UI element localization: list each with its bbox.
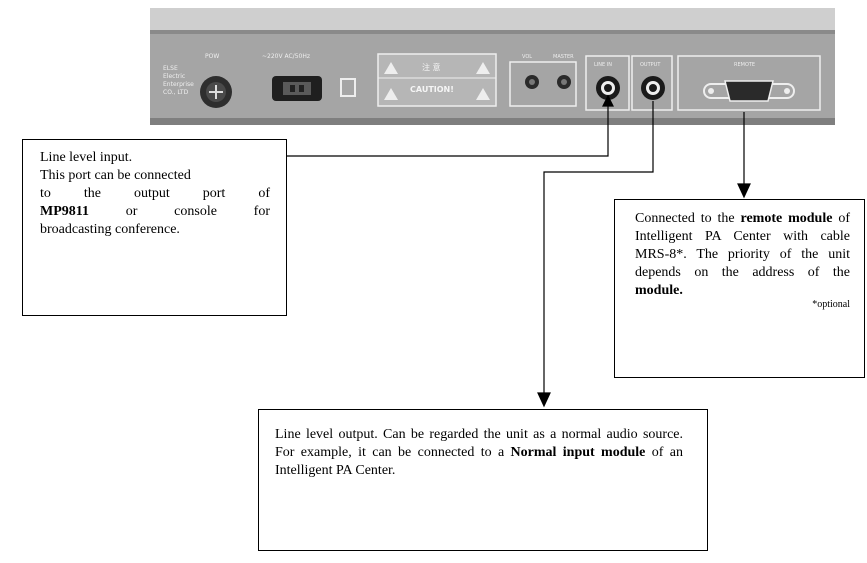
fuse-holder (340, 78, 356, 97)
label-left-1: ELSE (163, 65, 178, 72)
power-connector: POW (200, 53, 232, 108)
remote-text-bold-3: module. (635, 283, 683, 298)
input-text-line1: Line level input. (40, 150, 133, 165)
volume-knobs: VOL MASTER (509, 54, 577, 107)
remote-text-bold-2: module (788, 211, 833, 226)
arrow-remote (737, 183, 751, 199)
input-text-model: MP9811 (40, 204, 89, 219)
line-out-label: OUTPUT (640, 62, 661, 68)
knob-label-1: VOL (522, 54, 532, 60)
remote-connector: REMOTE (677, 55, 821, 111)
label-left-4: CO., LTD (163, 89, 189, 96)
warning-top-text: 注 意 (422, 62, 441, 72)
warning-text: CAUTION! (410, 85, 454, 94)
input-text-line2: This port can be connected (40, 168, 191, 183)
manufacturer-label: ELSE Electric Enterprise CO., LTD (163, 65, 194, 96)
callout-line-output: Line level output. Can be regarded the u… (258, 409, 708, 551)
power-label: POW (205, 53, 219, 60)
callout-line-input: Line level input. This port can be conne… (22, 139, 287, 316)
line-input-leader (287, 101, 609, 157)
knob-label-2: MASTER (553, 54, 574, 60)
output-text-1: Line level output. Can be regarded the u… (275, 427, 683, 460)
remote-label: REMOTE (734, 62, 755, 68)
label-left-3: Enterprise (163, 81, 194, 88)
remote-text-1: Connected to the (635, 211, 741, 226)
input-text-line4: or console for (89, 204, 270, 219)
input-text-line3: to the output port of (40, 186, 270, 201)
input-text-line5: broadcasting conference. (40, 222, 180, 237)
warning-label: 注 意 CAUTION! (377, 53, 497, 107)
label-left-2: Electric (163, 73, 185, 80)
output-text-2: of an Intelligent PA Center. (275, 445, 684, 478)
callout-lines (287, 94, 751, 408)
remote-optional-note: *optional (812, 299, 850, 310)
remote-text-bold-1: remote (740, 211, 783, 226)
output-text-bold: Normal input module (510, 445, 646, 460)
ac-inlet: ~220V AC/50Hz (262, 53, 322, 101)
line-out-jack: OUTPUT (631, 55, 673, 111)
arrow-output (537, 392, 551, 408)
callout-remote-module: Connected to the remote module of Intell… (614, 199, 865, 378)
ac-label: ~220V AC/50Hz (262, 53, 310, 60)
line-output-leader (543, 101, 654, 394)
remote-text-2: of Intelligent PA Center with cable MRS-… (635, 211, 850, 280)
line-in-label: LINE IN (594, 62, 612, 68)
arrow-input (602, 94, 614, 107)
